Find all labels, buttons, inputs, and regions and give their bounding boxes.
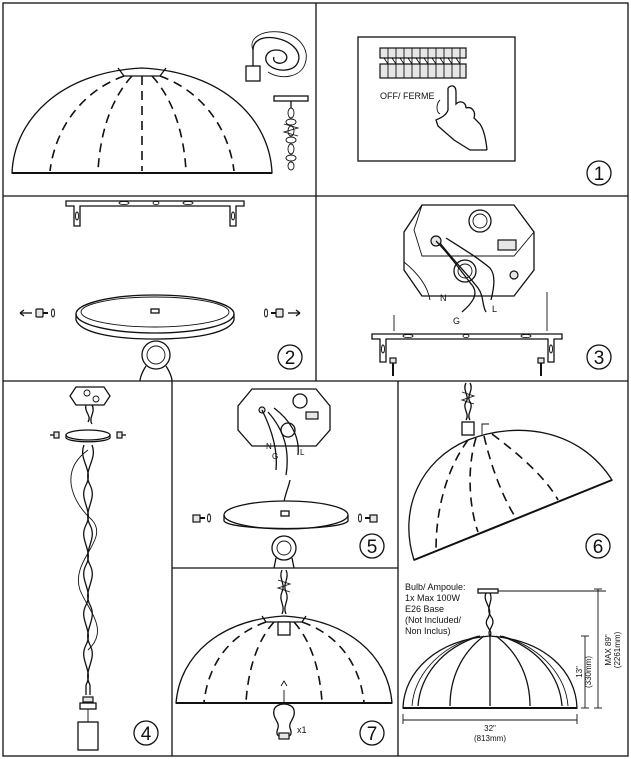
socket-6	[461, 421, 475, 436]
panel-specifications: Bulb/ Ampoule: 1x Max 100W E26 Base (Not…	[402, 582, 622, 743]
socket-4	[77, 696, 99, 751]
wire-label-l-5: L	[300, 448, 305, 457]
wires-4	[85, 404, 94, 425]
panel-parts	[11, 31, 309, 174]
panel-step-7: x1 7	[175, 569, 393, 746]
mounting-bracket-3	[371, 292, 563, 363]
screw-left	[19, 308, 55, 318]
max-height-inches: MAX 89"	[604, 634, 613, 665]
spec-line-4: (Not Included/	[405, 615, 462, 625]
width-mm: (813mm)	[474, 734, 506, 743]
dome-shade-illustration	[11, 67, 273, 174]
spec-line-3: E26 Base	[405, 604, 444, 614]
small-screws	[50, 431, 126, 439]
step-1-badge: 1	[586, 160, 612, 186]
coiled-wire-illustration	[245, 31, 307, 82]
step-4-badge: 4	[133, 720, 159, 746]
canopy-5	[223, 500, 349, 530]
bulb-spec-text: Bulb/ Ampoule: 1x Max 100W E26 Base (Not…	[405, 582, 466, 636]
screws-5	[192, 513, 378, 523]
canopy	[75, 294, 235, 340]
dome-shade-7	[175, 615, 393, 704]
hand-icon	[435, 85, 488, 151]
canopy-loop-5	[271, 535, 297, 569]
wire-label-n: N	[440, 293, 447, 303]
mounting-bracket	[65, 200, 245, 227]
wire-label-g-5: G	[272, 452, 278, 461]
bracket-screws	[389, 357, 545, 376]
chain-hanger-illustration	[273, 95, 309, 171]
width-inches: 32"	[484, 724, 496, 733]
step-3-number: 3	[594, 348, 605, 369]
height-mm: (330mm)	[584, 656, 593, 688]
socket-7	[277, 621, 291, 636]
spec-line-5: Non Inclus)	[405, 626, 451, 636]
screw-right	[264, 308, 301, 318]
step-2-number: 2	[285, 348, 296, 369]
junction-box	[403, 204, 535, 297]
panel-step-1: OFF/ FERME 1	[357, 36, 612, 186]
wire-label-g: G	[453, 316, 460, 326]
step-6-badge: 6	[585, 533, 611, 559]
switch-off-label: OFF/ FERME	[380, 91, 435, 101]
step-5-badge: 5	[359, 533, 385, 559]
panel-step-6: 6	[408, 382, 613, 561]
step-2-badge: 2	[277, 344, 303, 370]
spec-fixture	[402, 588, 578, 709]
spec-line-1: Bulb/ Ampoule:	[405, 582, 466, 592]
step-6-number: 6	[593, 537, 604, 558]
panel-step-2: 2	[19, 200, 303, 382]
step-7-number: 7	[367, 724, 378, 745]
panel-step-5: N G L 5	[192, 388, 385, 569]
panel-step-4: 4	[50, 386, 159, 751]
spec-line-2: 1x Max 100W	[405, 593, 461, 603]
step-7-badge: 7	[359, 720, 385, 746]
wire-label-l: L	[492, 304, 497, 314]
max-height-mm: (2261mm)	[613, 631, 622, 668]
light-bulb-icon	[273, 703, 295, 740]
chain-6	[460, 382, 476, 421]
chain-7	[276, 569, 292, 615]
wire-label-n-5: N	[266, 442, 272, 451]
step-4-number: 4	[141, 724, 152, 745]
height-inches: 13"	[575, 666, 584, 678]
wires-5	[261, 407, 299, 476]
tilted-dome-shade	[408, 429, 613, 561]
small-canopy	[65, 429, 111, 443]
panel-step-3: N G L 3	[371, 204, 612, 376]
wires	[403, 237, 495, 313]
step-5-number: 5	[367, 537, 378, 558]
step-1-number: 1	[594, 164, 605, 185]
small-junction-box	[69, 386, 111, 406]
breaker-switches	[379, 47, 467, 79]
step-3-badge: 3	[586, 344, 612, 370]
bulb-quantity: x1	[297, 725, 307, 735]
canopy-loop	[139, 340, 173, 382]
dimension-lines	[402, 588, 606, 724]
long-chain	[70, 444, 98, 695]
